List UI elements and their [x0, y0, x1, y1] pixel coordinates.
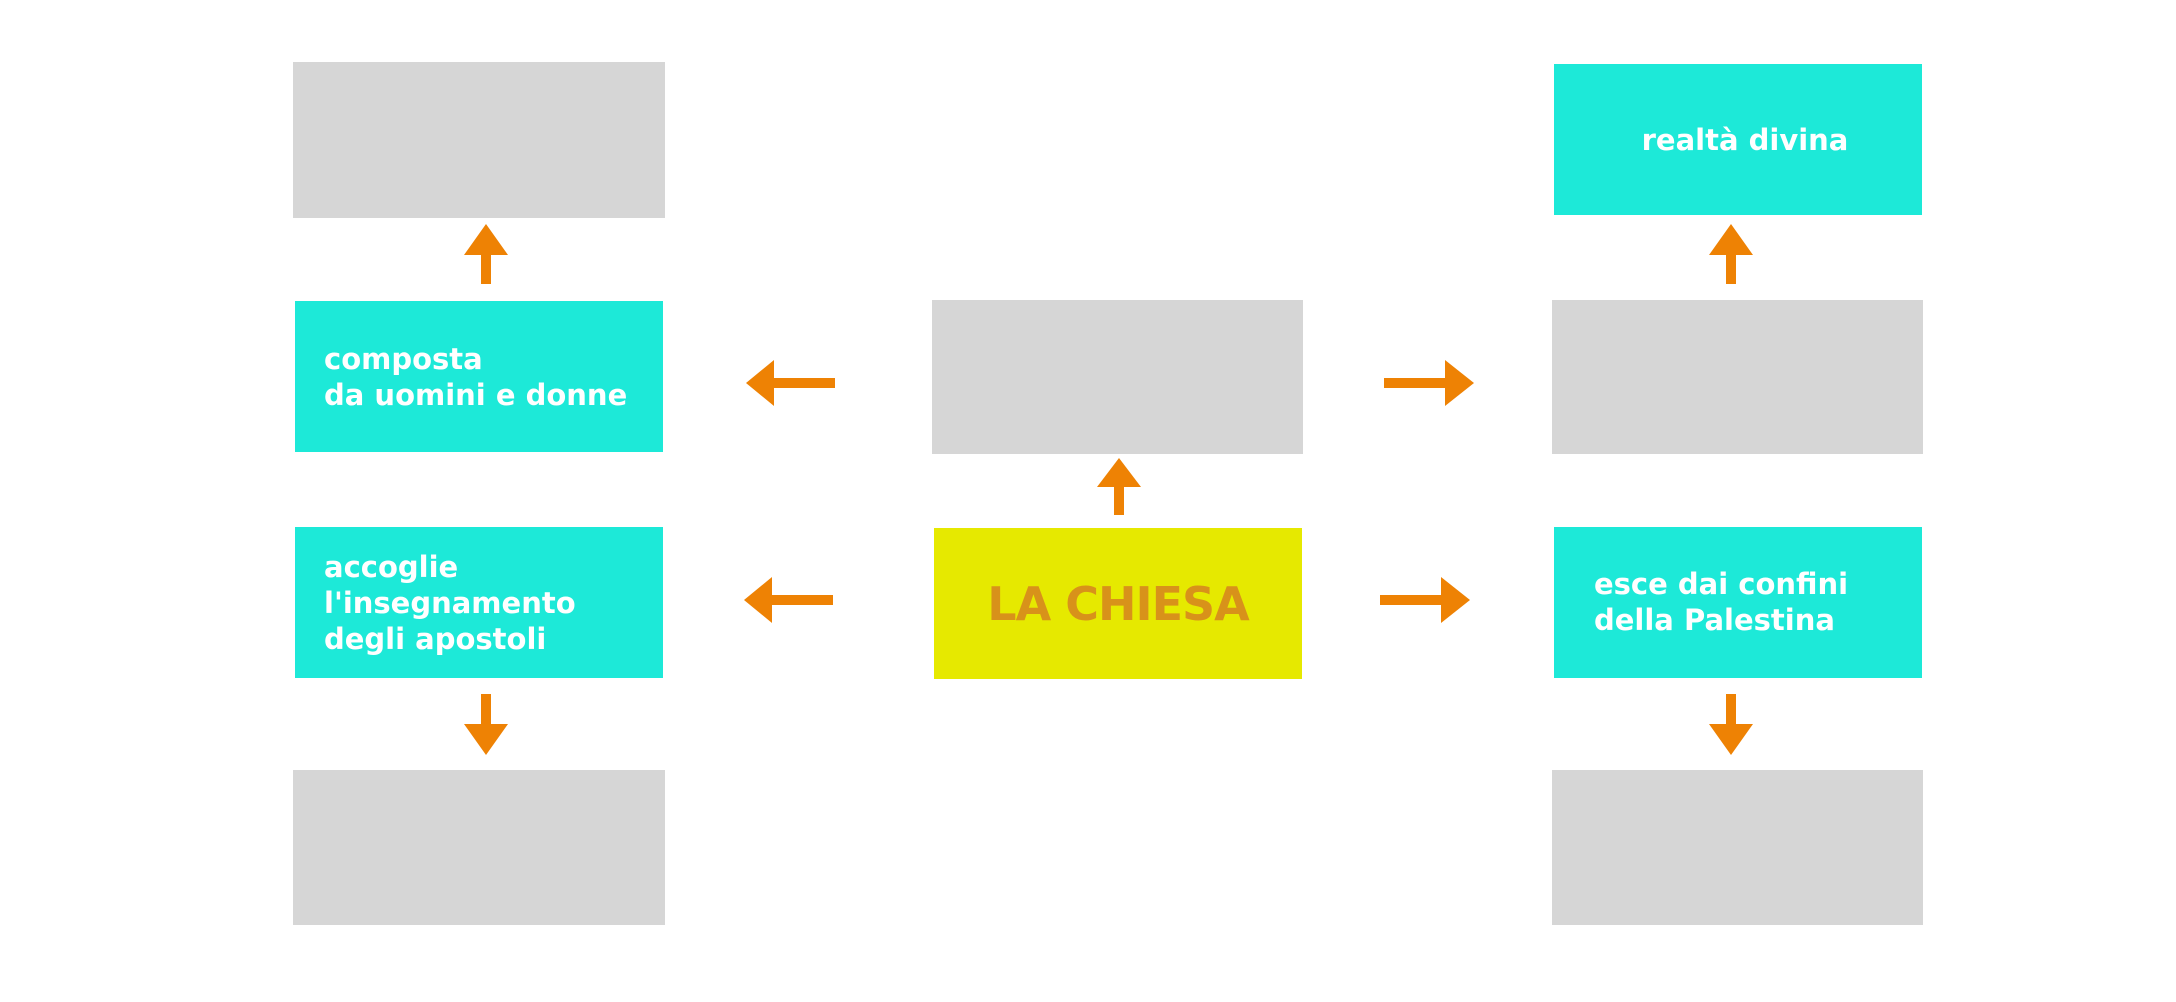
center-top-empty-box [932, 300, 1303, 454]
center-title: LA CHIESA [987, 576, 1249, 631]
arrow-down-right-bottom [1709, 694, 1753, 755]
arrow-right-center-bottom [1380, 577, 1470, 623]
left-lower-label: accoglie l'insegnamento degli apostoli [324, 549, 576, 656]
right-lower-label: esce dai confini della Palestina [1594, 566, 1849, 637]
left-lower-box: accoglie l'insegnamento degli apostoli [295, 527, 663, 678]
right-middle-empty-box [1552, 300, 1923, 454]
right-bottom-empty-box [1552, 770, 1923, 925]
left-bottom-empty-box [293, 770, 665, 925]
arrow-up-center [1097, 458, 1141, 515]
left-top-empty-box [293, 62, 665, 218]
left-middle-box: composta da uomini e donne [295, 301, 663, 452]
arrow-right-center-top [1384, 360, 1474, 406]
right-top-box: realtà divina [1554, 64, 1922, 215]
center-main-box: LA CHIESA [934, 528, 1302, 679]
right-top-label: realtà divina [1641, 122, 1849, 157]
arrow-up-right-top [1709, 224, 1753, 284]
arrow-down-left-bottom [464, 694, 508, 755]
arrow-up-left-top [464, 224, 508, 284]
arrow-left-center-top [746, 360, 835, 406]
left-middle-label: composta da uomini e donne [324, 341, 628, 412]
right-lower-box: esce dai confini della Palestina [1554, 527, 1922, 678]
arrow-left-center-bottom [744, 577, 833, 623]
